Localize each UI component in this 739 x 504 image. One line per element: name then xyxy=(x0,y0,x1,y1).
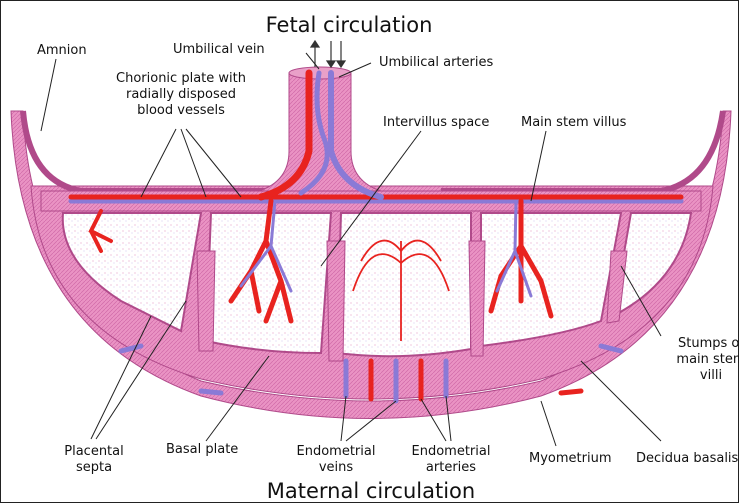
umbilical-vein-label: Umbilical vein xyxy=(173,42,265,58)
maternal-circulation-title: Maternal circulation xyxy=(251,479,491,503)
stumps-label: Stumps of main stem villi xyxy=(671,336,739,384)
stumps-line-3: villi xyxy=(671,368,739,384)
chorionic-plate-line-3: blood vessels xyxy=(86,103,276,119)
amnion-label: Amnion xyxy=(37,43,87,59)
placental-septa-label: Placental septa xyxy=(59,444,129,476)
umbilical-flow-arrows xyxy=(311,41,345,67)
placental-septa-line-1: Placental xyxy=(59,444,129,460)
stumps-line-1: Stumps of xyxy=(671,336,739,352)
endometrial-arteries-line-1: Endometrial xyxy=(406,444,496,460)
umbilical-arteries-label: Umbilical arteries xyxy=(379,55,493,71)
amnion-membrane xyxy=(23,111,301,191)
myometrium-label: Myometrium xyxy=(529,451,611,467)
placental-septa-line-2: septa xyxy=(59,460,129,476)
endometrial-arteries-line-2: arteries xyxy=(406,460,496,476)
chorionic-plate-label: Chorionic plate with radially disposed b… xyxy=(86,71,276,119)
decidua-basalis-label: Decidua basalis xyxy=(636,451,738,467)
endometrial-veins-label: Endometrial veins xyxy=(291,444,381,476)
endometrial-arteries-label: Endometrial arteries xyxy=(406,444,496,476)
endometrial-veins-line-2: veins xyxy=(291,460,381,476)
fetal-circulation-title: Fetal circulation xyxy=(259,13,439,37)
endometrial-veins-line-1: Endometrial xyxy=(291,444,381,460)
chorionic-plate-line-2: radially disposed xyxy=(86,87,276,103)
intervillus-space-label: Intervillus space xyxy=(383,115,489,131)
chorionic-plate-line-1: Chorionic plate with xyxy=(86,71,276,87)
basal-plate-label: Basal plate xyxy=(166,442,238,458)
main-stem-villus-label: Main stem villus xyxy=(521,115,626,131)
stumps-line-2: main stem xyxy=(671,352,739,368)
